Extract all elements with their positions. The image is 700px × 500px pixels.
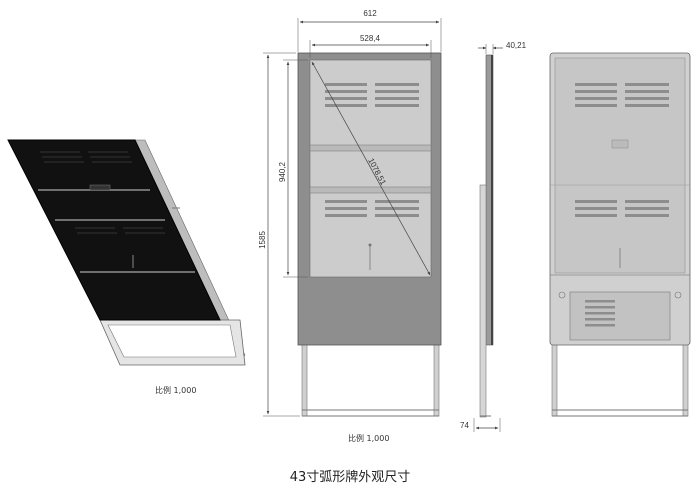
back-view [549, 52, 691, 417]
front-view: 1078,51 612 528,4 1585 940,2 比例 1,000 [258, 9, 442, 443]
scale-label-left: 比例 1,000 [155, 385, 196, 395]
dim-overall-height: 1585 [258, 231, 267, 249]
drawing-caption: 43寸弧形牌外观尺寸 [289, 470, 411, 485]
back-leg-right [682, 339, 689, 417]
diagonal-dimension-line [311, 61, 431, 276]
front-leg-right [433, 337, 440, 417]
dim-overall-width: 612 [363, 9, 377, 18]
dim-foot-depth: 74 [460, 421, 469, 430]
front-leg-left [301, 337, 308, 417]
dim-screen-width: 528,4 [360, 34, 381, 43]
dim-screen-height: 940,2 [278, 161, 287, 182]
dim-side-thickness: 40,21 [506, 41, 527, 50]
back-control-box [569, 291, 671, 341]
side-view: 40,21 74 [460, 41, 527, 432]
back-leg-left [551, 339, 558, 417]
perspective-view: 比例 1,000 [7, 139, 246, 395]
perspective-screen-body [7, 139, 221, 321]
side-stand-pole [479, 184, 487, 418]
perspective-foot-inner [107, 324, 237, 358]
scale-label-front: 比例 1,000 [348, 433, 389, 443]
